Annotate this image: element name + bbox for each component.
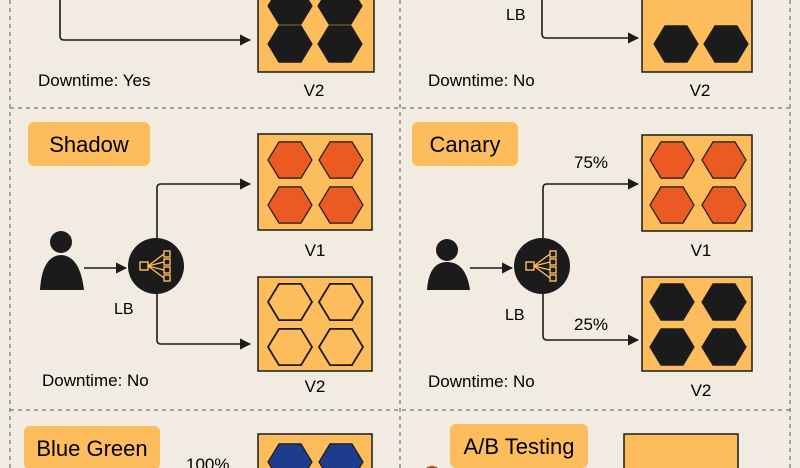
hexagon-icon bbox=[267, 443, 364, 468]
hexagon-icon bbox=[266, 282, 365, 367]
user-icon bbox=[427, 239, 470, 290]
panel-top-left: Downtime: Yes V2 bbox=[38, 0, 375, 100]
load-balancer-icon bbox=[514, 238, 570, 294]
v1-box bbox=[623, 433, 739, 468]
hexagon-icon bbox=[649, 283, 695, 321]
v2-label: V2 bbox=[691, 381, 712, 400]
hexagon-icon bbox=[267, 0, 313, 25]
hexagon-icon bbox=[317, 327, 365, 367]
hexagon-icon bbox=[317, 25, 363, 63]
panel-top-right: LB Downtime: No V2 bbox=[428, 0, 753, 100]
hexagon-icon bbox=[649, 283, 747, 366]
hexagon-icon bbox=[267, 141, 313, 179]
hexagon-icon bbox=[266, 327, 314, 367]
canary-title-bg bbox=[412, 122, 518, 166]
hexagon-icon bbox=[653, 25, 749, 63]
hexagon-icon bbox=[267, 25, 313, 63]
ab-testing-title: A/B Testing bbox=[464, 434, 575, 459]
lb-label: LB bbox=[505, 307, 525, 324]
hexagon-icon bbox=[266, 282, 314, 322]
load-balancer-icon bbox=[128, 238, 184, 294]
hexagon-icon bbox=[267, 443, 313, 468]
hexagon-icon bbox=[649, 141, 695, 179]
hexagon-icon bbox=[318, 141, 364, 179]
v1-label: V1 bbox=[305, 241, 326, 260]
canary-title: Canary bbox=[430, 132, 501, 157]
hexagon-icon bbox=[701, 328, 747, 366]
grid-dividers bbox=[9, 0, 791, 468]
panel-canary: Canary LB 75% 25% V1 V2 Downtime: No bbox=[412, 122, 753, 400]
version-label: V2 bbox=[304, 81, 325, 100]
hexagon-icon bbox=[649, 186, 695, 224]
lb-label: LB bbox=[506, 7, 526, 24]
hexagon-icon bbox=[267, 0, 363, 63]
hexagon-icon bbox=[653, 25, 699, 63]
v1-label: V1 bbox=[691, 241, 712, 260]
downtime-label: Downtime: No bbox=[428, 71, 535, 90]
downtime-label: Downtime: No bbox=[428, 372, 535, 391]
hexagon-icon bbox=[318, 443, 364, 468]
panel-blue-green: Blue Green 100% bbox=[24, 426, 373, 468]
ab-testing-title-bg bbox=[450, 424, 588, 468]
hexagon-icon bbox=[701, 141, 747, 179]
hexagon-icon bbox=[701, 186, 747, 224]
traffic-percent-bottom: 25% bbox=[574, 315, 608, 334]
hexagon-icon bbox=[701, 283, 747, 321]
hexagon-icon bbox=[703, 25, 749, 63]
hexagon-icon bbox=[267, 186, 313, 224]
blue-green-title-bg bbox=[24, 426, 160, 468]
hexagon-icon bbox=[649, 141, 747, 224]
user-icon bbox=[40, 231, 84, 290]
lb-label: LB bbox=[114, 301, 134, 318]
hexagon-icon bbox=[267, 141, 364, 224]
v2-label: V2 bbox=[305, 377, 326, 396]
shadow-title: Shadow bbox=[49, 132, 129, 157]
shadow-title-bg bbox=[28, 122, 150, 166]
traffic-percent: 100% bbox=[186, 455, 229, 468]
hexagon-icon bbox=[649, 328, 695, 366]
panel-shadow: Shadow LB V1 V2 Downtime: No bbox=[28, 122, 373, 396]
downtime-label: Downtime: Yes bbox=[38, 71, 150, 90]
hexagon-icon bbox=[318, 186, 364, 224]
hexagon-icon bbox=[317, 0, 363, 25]
blue-green-title: Blue Green bbox=[36, 436, 147, 461]
traffic-percent-top: 75% bbox=[574, 153, 608, 172]
hexagon-icon bbox=[317, 282, 365, 322]
panel-ab-testing: A/B Testing bbox=[426, 424, 739, 468]
version-label: V2 bbox=[690, 81, 711, 100]
downtime-label: Downtime: No bbox=[42, 371, 149, 390]
v2-box bbox=[257, 276, 373, 372]
